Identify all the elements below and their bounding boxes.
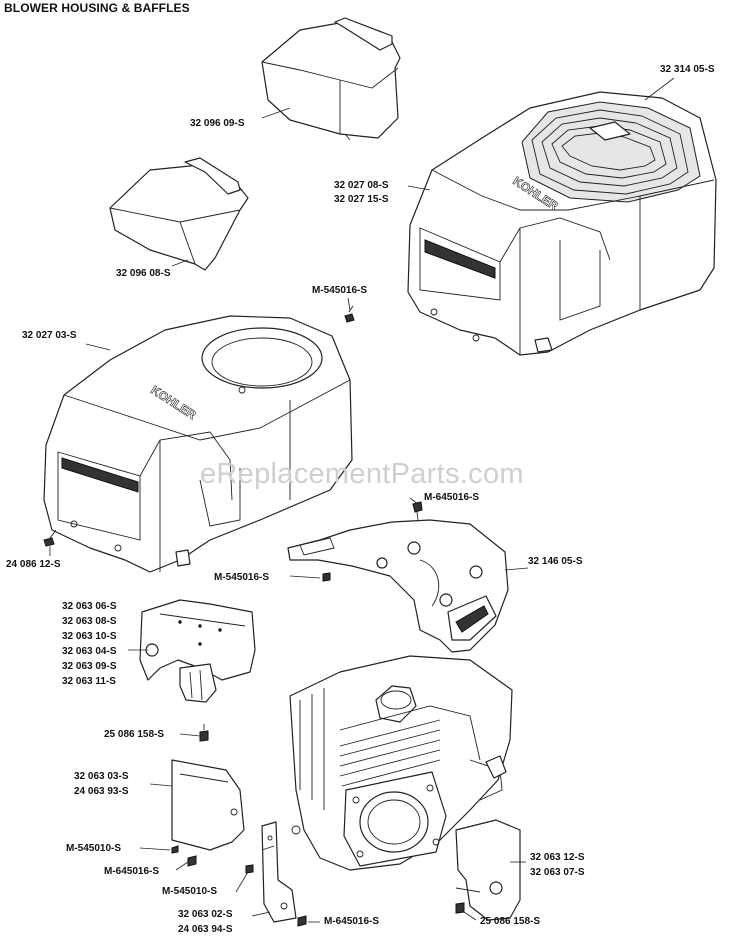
screw-2408612	[43, 529, 57, 547]
label-3206310: 32 063 10-S	[62, 631, 117, 642]
part-side-baffle-plate	[287, 519, 509, 653]
screw-m545016-mid	[322, 572, 331, 582]
label-3202708: 32 027 08-S	[334, 180, 389, 191]
part-engine-block	[289, 655, 513, 871]
label-m545016-mid: M-545016-S	[214, 572, 270, 583]
label-3206311: 32 063 11-S	[62, 676, 116, 687]
label-3206312: 32 063 12-S	[530, 852, 585, 863]
screw-m545010-a	[171, 845, 179, 854]
label-m645016-plate: M-645016-S	[424, 492, 480, 503]
label-3231405: 32 314 05-S	[660, 64, 715, 75]
part-front-baffle	[139, 599, 256, 703]
label-3206302: 32 063 02-S	[178, 909, 233, 920]
label-3209608: 32 096 08-S	[116, 268, 171, 279]
label-2408612: 24 086 12-S	[6, 559, 61, 570]
label-25086158-bottom: 25 086 158-S	[480, 916, 541, 927]
screw-25086158-top	[199, 724, 209, 742]
label-2406394: 24 063 94-S	[178, 924, 233, 935]
label-3206304: 32 063 04-S	[62, 646, 117, 657]
label-3206309: 32 063 09-S	[62, 661, 117, 672]
label-m645016-c: M-645016-S	[324, 916, 380, 927]
cylinder-fins	[339, 719, 441, 787]
diagram-title: BLOWER HOUSING & BAFFLES	[4, 1, 190, 15]
label-3202703: 32 027 03-S	[22, 330, 77, 341]
label-25086158-top: 25 086 158-S	[104, 729, 165, 740]
part-blower-housing-right: KOHLER	[407, 91, 717, 356]
part-cylinder-baffle-left	[171, 759, 245, 851]
part-bracket-3206312	[455, 819, 521, 921]
label-m545010-b: M-545010-S	[162, 886, 218, 897]
leader-lines	[49, 77, 675, 923]
label-m645016-b: M-645016-S	[104, 866, 160, 877]
grille-mesh	[531, 109, 689, 195]
label-m545010-a: M-545010-S	[66, 843, 122, 854]
part-blower-housing-left: KOHLER	[43, 315, 353, 573]
label-3214605: 32 146 05-S	[528, 556, 583, 567]
label-m545016-top: M-545016-S	[312, 285, 368, 296]
label-3209609: 32 096 09-S	[190, 118, 245, 129]
screw-m645016-c	[297, 915, 307, 927]
label-2406393: 24 063 93-S	[74, 786, 129, 797]
part-cover-lower	[109, 157, 249, 271]
part-bracket-3206302	[261, 821, 297, 923]
watermark: eReplacementParts.com	[200, 458, 524, 490]
screw-m645016-plate	[412, 501, 423, 521]
screw-m545016-top	[344, 305, 355, 323]
label-3206307: 32 063 07-S	[530, 867, 585, 878]
label-3206303: 32 063 03-S	[74, 771, 129, 782]
screw-25086158-bottom	[455, 902, 465, 914]
label-3206308: 32 063 08-S	[62, 616, 117, 627]
screw-m645016-b	[187, 855, 197, 867]
screw-m545010-b	[245, 864, 254, 874]
part-cover-top	[261, 17, 401, 141]
label-3202715: 32 027 15-S	[334, 194, 389, 205]
label-3206306: 32 063 06-S	[62, 601, 117, 612]
